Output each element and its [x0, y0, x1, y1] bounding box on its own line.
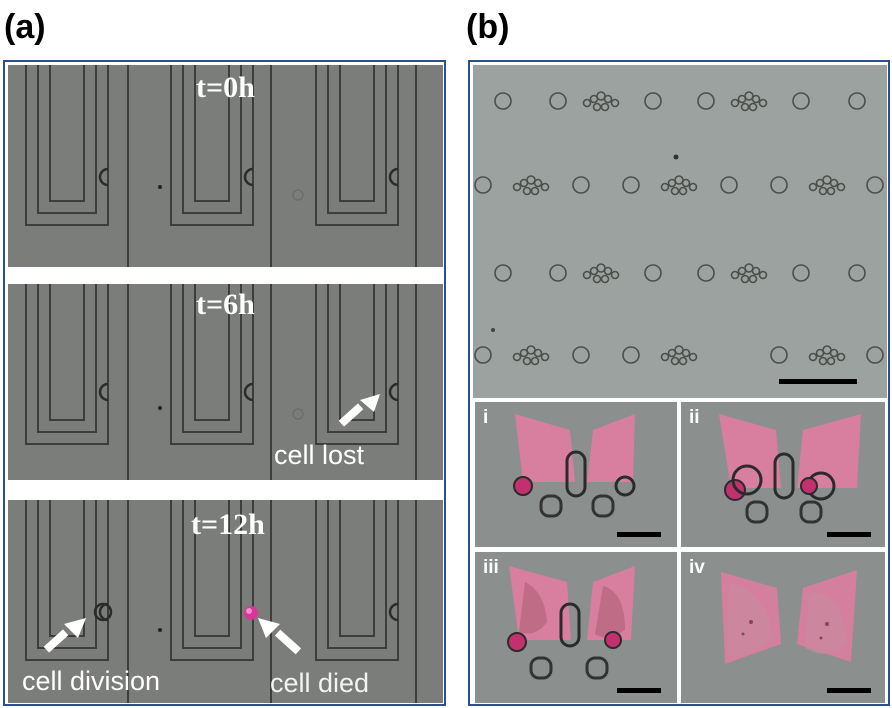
timelapse-frame-6h: t=6h cell lost: [8, 284, 443, 480]
subpanel-iii: iii: [475, 552, 677, 703]
annotation-cell-died: cell died: [270, 668, 370, 698]
panel-a-label: (a): [4, 8, 46, 46]
subpanel-iii-label: iii: [483, 557, 499, 578]
scale-bar-iii: [617, 688, 661, 693]
time-label-0h: t=0h: [196, 71, 255, 104]
annotation-cell-lost: cell lost: [274, 440, 365, 470]
subpanel-i-label: i: [483, 407, 489, 428]
panel-a-frame: t=0h t=6h cell lost: [3, 60, 446, 706]
subpanel-iv-label: iv: [689, 557, 705, 578]
subpanel-ii-label: ii: [689, 407, 700, 428]
scale-bar-i: [617, 532, 661, 537]
subpanel-i: i: [475, 402, 677, 547]
scale-bar-iv: [827, 688, 871, 693]
timelapse-frame-0h: t=0h: [8, 65, 443, 267]
subpanel-iv: iv: [681, 552, 885, 703]
subpanel-ii: ii: [681, 402, 885, 547]
panel-b-label: (b): [466, 8, 510, 46]
scale-bar-ii: [827, 532, 871, 537]
time-label-6h: t=6h: [196, 288, 255, 321]
scale-bar-overview: [779, 379, 857, 384]
annotation-cell-division: cell division: [22, 666, 161, 696]
time-label-12h: t=12h: [191, 508, 265, 541]
pattern-array-overview: [473, 65, 887, 398]
timelapse-frame-12h: t=12h cell division cell died: [8, 500, 443, 703]
panel-b-frame: i ii: [468, 60, 890, 706]
